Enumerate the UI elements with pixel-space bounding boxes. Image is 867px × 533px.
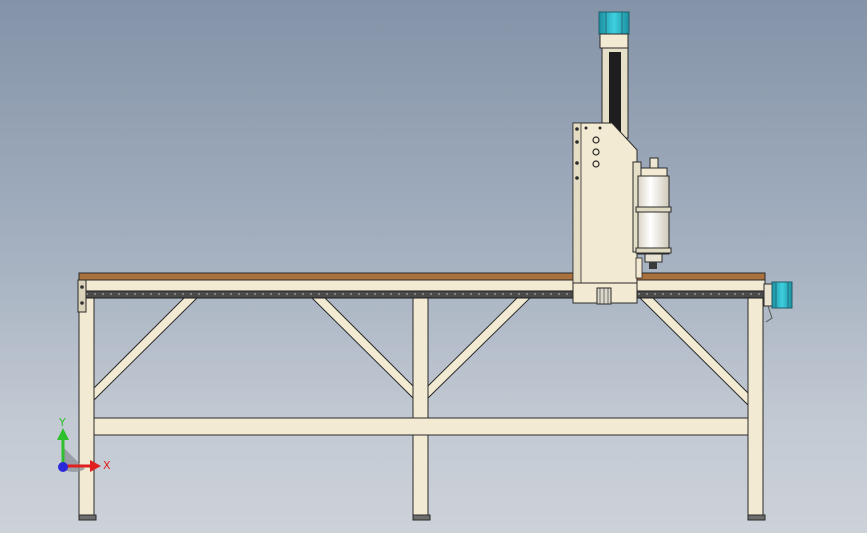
top-rail — [78, 279, 766, 293]
leg-middle — [412, 295, 429, 517]
brace-center-left — [310, 297, 414, 400]
leg-left — [78, 295, 95, 517]
x-axis-label: X — [103, 459, 111, 472]
z-motor — [598, 11, 630, 35]
end-cap-left — [77, 279, 87, 313]
foot-right — [747, 514, 766, 521]
table-frame — [78, 295, 766, 521]
lower-beam — [93, 417, 749, 436]
spindle-top-cap — [640, 167, 668, 177]
spindle-collet — [649, 262, 657, 269]
brace-center-right — [427, 297, 532, 400]
leg-right — [747, 295, 764, 517]
y-axis-label: Y — [58, 416, 66, 429]
brace-right — [638, 297, 749, 407]
spindle-nose — [644, 253, 663, 263]
gantry — [572, 11, 672, 305]
foot-middle — [412, 514, 431, 521]
brace-left — [93, 297, 199, 402]
gantry-plate — [572, 122, 638, 301]
foot-left — [78, 514, 97, 521]
z-screw — [609, 52, 621, 136]
z-axis-dot — [58, 462, 68, 472]
x-axis-motor — [763, 281, 793, 323]
diagonal-braces — [93, 297, 749, 407]
z-motor-mount — [599, 33, 629, 49]
spindle-clamp-upper — [635, 206, 672, 213]
tabletop-board — [78, 272, 766, 281]
spindle-body — [637, 175, 670, 255]
axis-triad: Y X — [57, 416, 111, 472]
spindle-clamp-lower — [635, 247, 672, 254]
